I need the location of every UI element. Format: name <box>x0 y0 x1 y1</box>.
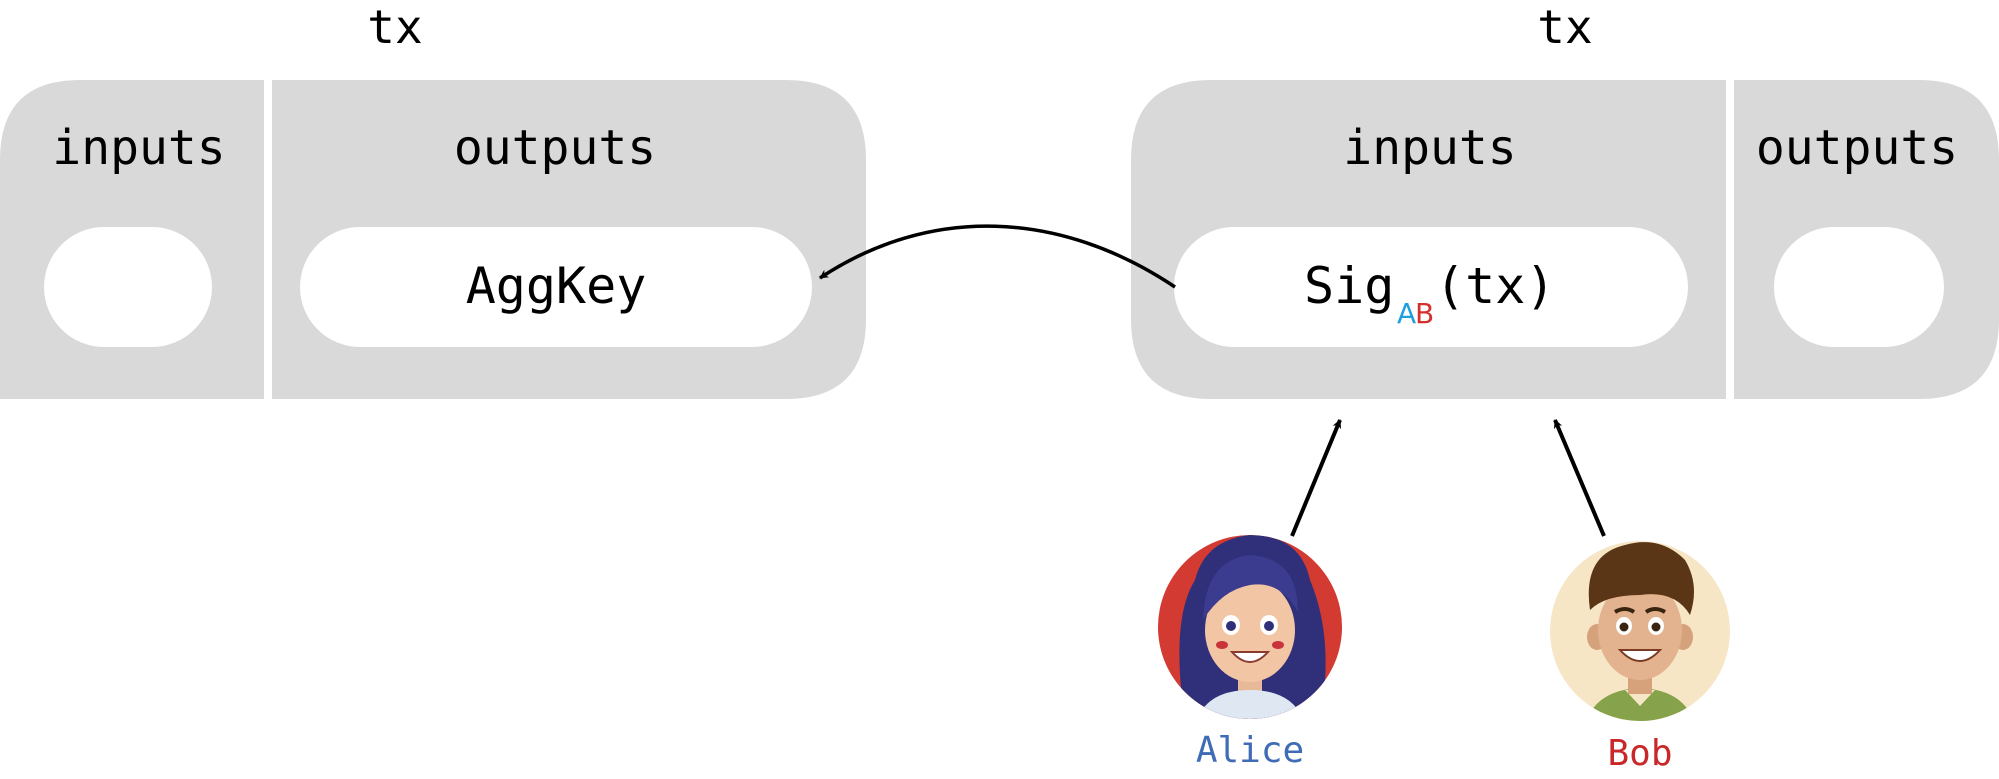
right-inputs-label: inputs <box>1343 120 1516 176</box>
left-output-slot <box>300 227 812 347</box>
signature-arg: (tx) <box>1435 257 1555 315</box>
signature-sub-a: A <box>1397 297 1416 330</box>
left-input-slot <box>44 227 212 347</box>
right-tx-label: tx <box>1537 0 1592 54</box>
right-input-slot <box>1174 227 1688 347</box>
signature-sub-b: B <box>1415 297 1434 330</box>
spend-arrow <box>819 224 1176 289</box>
left-inputs-label: inputs <box>52 120 225 176</box>
aggkey-text: AggKey <box>466 257 647 315</box>
left-transaction: tx inputs outputs AggKey <box>0 0 866 399</box>
signature-base: Sig <box>1304 257 1394 315</box>
right-output-slot <box>1774 227 1944 347</box>
bob-name: Bob <box>1607 733 1672 774</box>
right-transaction: tx inputs outputs Sig A B (tx) <box>1131 0 1999 399</box>
bob-avatar-icon <box>1550 541 1730 721</box>
alice-arrow <box>1290 419 1342 537</box>
right-outputs-label: outputs <box>1756 120 1958 176</box>
alice-avatar-icon <box>1158 535 1342 719</box>
bob-arrow <box>1553 419 1606 537</box>
alice-name: Alice <box>1196 730 1304 771</box>
left-tx-label: tx <box>367 0 422 54</box>
left-outputs-label: outputs <box>454 120 656 176</box>
